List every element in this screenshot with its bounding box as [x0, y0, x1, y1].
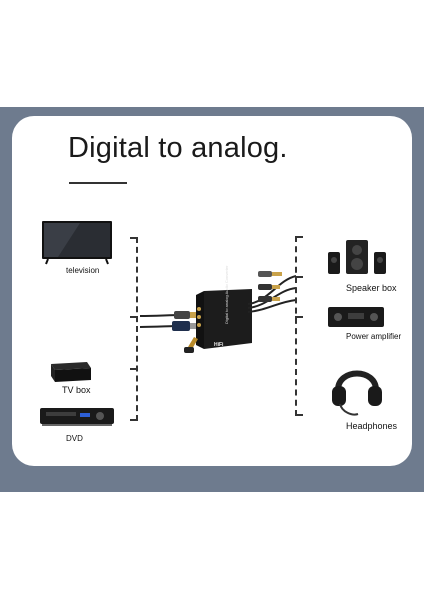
optical-cable: [139, 321, 198, 331]
television-icon: [42, 221, 112, 265]
left-tick: [130, 368, 138, 370]
headphones-label: Headphones: [346, 421, 398, 431]
dvd-label: DVD: [66, 434, 83, 443]
device-model: Digital to analog Audio Converter: [224, 265, 229, 324]
television-label: television: [66, 266, 100, 275]
amplifier-label: Power amplifier: [346, 332, 402, 341]
right-bracket: [295, 236, 297, 416]
tv-box-label: TV box: [62, 385, 91, 395]
dvd-player-icon: [40, 408, 114, 426]
right-tick: [295, 316, 303, 318]
right-tick: [295, 236, 303, 238]
output-cables: [247, 271, 297, 313]
left-tick: [130, 237, 138, 239]
left-tick: [130, 419, 138, 421]
right-tick: [295, 276, 303, 278]
coaxial-cable: [139, 311, 198, 319]
dac-converter-icon: [184, 289, 252, 353]
page-title: Digital to analog.: [68, 132, 288, 164]
right-tick: [295, 414, 303, 416]
headphones-icon: [332, 370, 382, 416]
title-underline: [69, 182, 127, 184]
speaker-label: Speaker box: [346, 283, 397, 293]
left-tick: [130, 316, 138, 318]
left-bracket: [136, 237, 138, 421]
speaker-icon: [328, 240, 386, 274]
tv-box-icon: [51, 362, 91, 382]
device-brand: HiFi: [214, 342, 224, 348]
amplifier-icon: [328, 307, 384, 327]
